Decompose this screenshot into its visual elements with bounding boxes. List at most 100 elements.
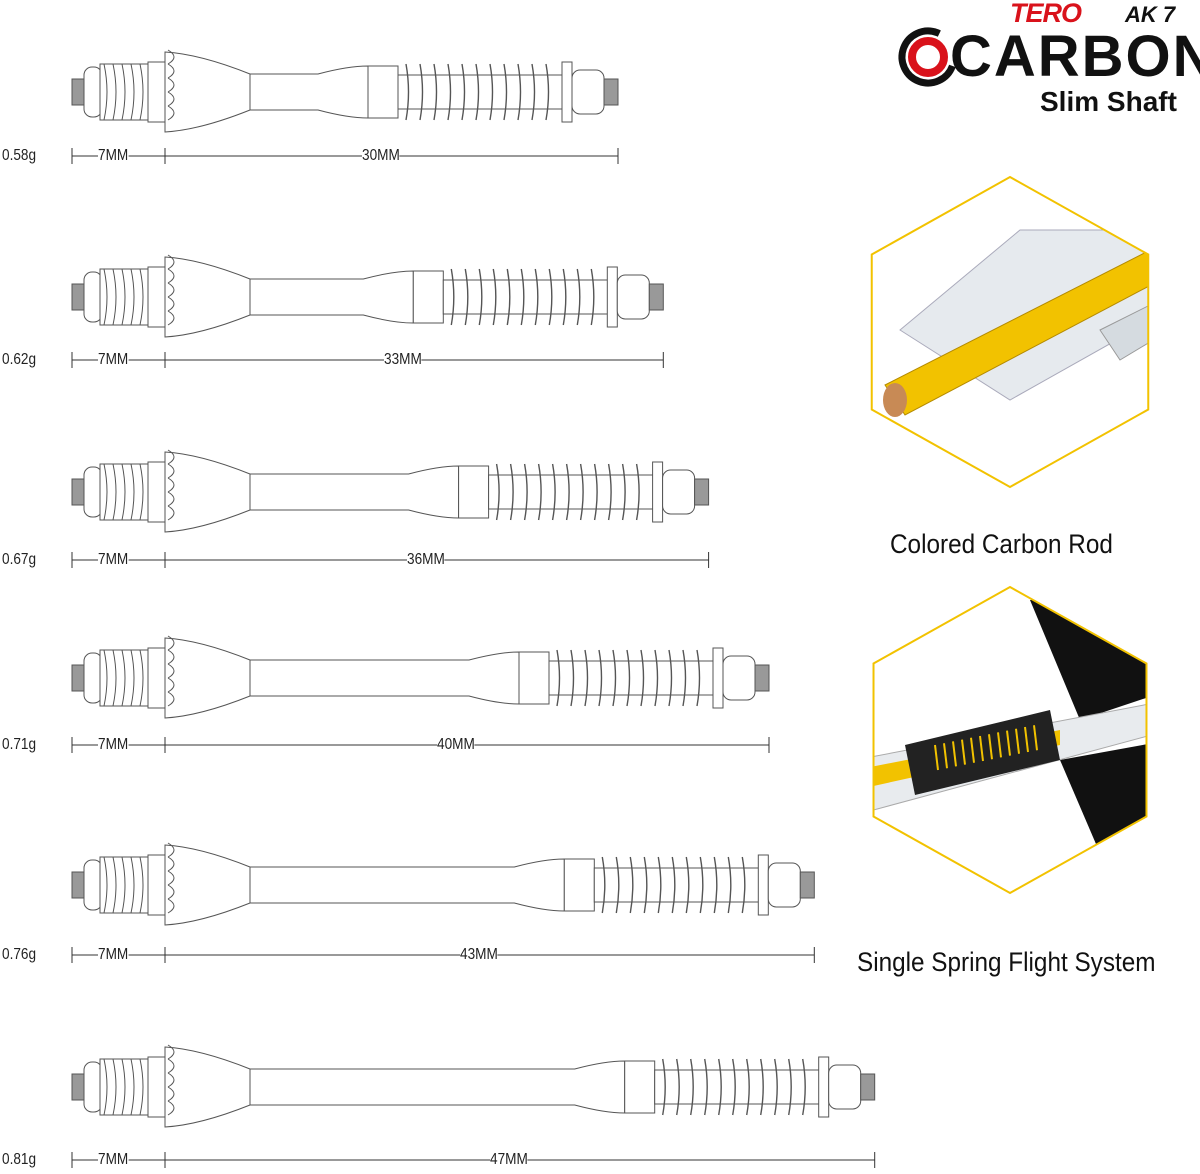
thread-ridge [139,856,144,914]
grip-flute [167,870,175,886]
spring-rod [397,74,565,110]
shaft-length-label: 36MM [406,550,445,570]
spring-coil [447,63,452,121]
spring-coil [774,1058,778,1116]
grip-flute [167,254,175,270]
spring-coil [1015,728,1020,754]
spring-coil [601,856,606,914]
spring-coil [718,1058,722,1116]
spring-coil [626,649,631,707]
spring-coil [746,1058,750,1116]
top-length-label: 7MM [98,550,129,570]
spring-coil [704,1058,708,1116]
spring-rod [593,867,761,903]
feature-caption-spring-system: Single Spring Flight System [857,947,1156,977]
spring-coil [461,63,466,121]
logo-name: CARBON [950,24,1200,89]
disc [606,266,618,328]
spring-coil [802,1058,806,1116]
cap-left [83,1061,103,1113]
spring-coil [615,856,620,914]
grip-flute [167,898,175,914]
top-length-label: 7MM [98,350,129,370]
grip-flute [167,105,175,121]
spring-coil [419,63,424,121]
grip-flute [167,491,175,507]
weight-label: 0.76g [2,945,37,965]
thread-ridge [112,268,117,326]
spring-coil [612,649,617,707]
tip-left [71,1073,85,1101]
grip-flute [167,77,175,93]
grip-flute [167,49,175,65]
grip-flute [167,1100,175,1116]
thread-ridge [139,63,144,121]
spring-coil [537,463,542,521]
ring [412,270,444,324]
spring-coil [621,463,626,521]
tube [249,651,520,705]
tip-right [694,478,710,506]
collar [147,61,166,123]
thread-ridge [103,856,108,914]
logo-brand: TERO [1010,0,1082,28]
cap-right [616,274,650,320]
spring-rod [488,474,656,510]
grip [164,51,251,133]
spring-coil [643,856,648,914]
shaft-tip [1099,294,1149,361]
ring [518,651,550,705]
spring-coil [607,463,612,521]
thread-ridge [121,856,126,914]
spring-coil [520,268,525,326]
spring-coil [696,649,701,707]
grip-flute [167,268,175,284]
tip-right [754,664,770,692]
spring-coil [682,649,687,707]
thread-ridge [103,463,108,521]
ring [624,1060,656,1114]
spring-coil [433,63,438,121]
weight-label: 0.81g [2,1150,37,1170]
feature-caption-carbon-rod: Colored Carbon Rod [890,529,1113,559]
spring-coil [464,268,469,326]
cap-left [83,271,103,323]
spring-coil [685,856,690,914]
tube [249,858,565,912]
tip-right [860,1073,876,1101]
grip-flute [167,842,175,858]
ring [367,65,399,119]
thread-ridge [121,649,126,707]
spring-coil [495,463,500,521]
weight-label: 0.58g [2,146,37,166]
ring [458,465,490,519]
spring-coil [503,63,508,121]
tube [249,465,460,519]
spring-coil [478,268,483,326]
thread-ridge [112,463,117,521]
weight-label: 0.71g [2,735,37,755]
spring-coil [584,649,589,707]
shaft-length-label: 33MM [384,350,422,370]
spring-coil [727,856,732,914]
tube [249,1060,626,1114]
tip-left [71,78,85,106]
spring-coil [671,856,676,914]
carbon-rod-image [871,177,1149,487]
dimension-line [71,148,619,164]
top-length-label: 7MM [98,945,129,965]
tube [249,270,414,324]
disc [652,461,664,523]
thread-ridge [103,268,108,326]
thread-ridge [139,1058,144,1116]
spring-coil [668,649,673,707]
spring-coil [489,63,494,121]
spring-coil [1033,725,1038,751]
shaft-30mm [71,49,619,133]
cap-left [83,652,103,704]
spring-coil [531,63,536,121]
collar [147,461,166,523]
shaft-length-label: 43MM [459,945,498,965]
spring-coil [570,649,575,707]
